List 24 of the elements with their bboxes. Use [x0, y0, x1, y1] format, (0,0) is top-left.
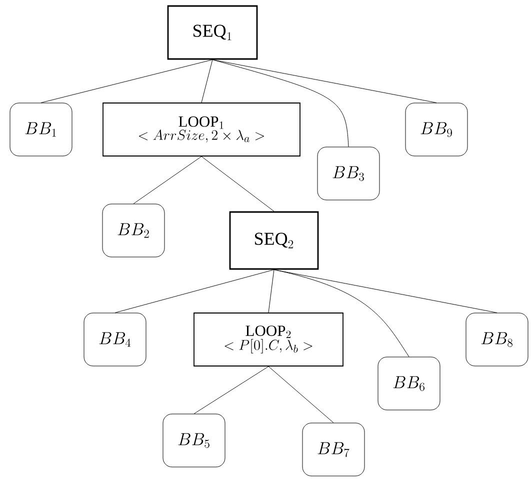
tree-edge [201, 156, 274, 212]
basic-block-box: $BB_5$ [162, 414, 226, 468]
sequence-box: $\mathrm{SEQ}_1$ [167, 5, 258, 60]
tree-edge [268, 366, 334, 423]
basic-block-box: $BB_6$ [378, 356, 440, 410]
basic-block-box: $BB_9$ [405, 102, 468, 156]
tree-edge [40, 59, 213, 103]
tree-edge [268, 269, 274, 313]
tree-edge [274, 269, 498, 313]
tree-edge [212, 59, 349, 147]
basic-block-box: $BB_2$ [102, 204, 165, 258]
tree-edge [133, 156, 202, 204]
basic-block-box: $BB_4$ [84, 312, 146, 366]
basic-block-box: $BB_1$ [10, 102, 72, 156]
loop-box: $\mathrm{LOOP}_1$ $< ArrSize, 2\times\lambda_a >$ [102, 102, 300, 156]
tree-edge [212, 59, 437, 103]
tree-edge [194, 366, 269, 414]
tree-edge [114, 269, 274, 313]
loop-box: $\mathrm{LOOP}_2$ $< P[0].C, \lambda_b >$ [194, 312, 344, 366]
sequence-box: $\mathrm{SEQ}_2$ [229, 211, 319, 270]
tree-edge [201, 59, 213, 103]
basic-block-box: $BB_8$ [466, 312, 528, 366]
basic-block-box: $BB_7$ [302, 422, 365, 476]
basic-block-box: $BB_3$ [317, 146, 380, 200]
